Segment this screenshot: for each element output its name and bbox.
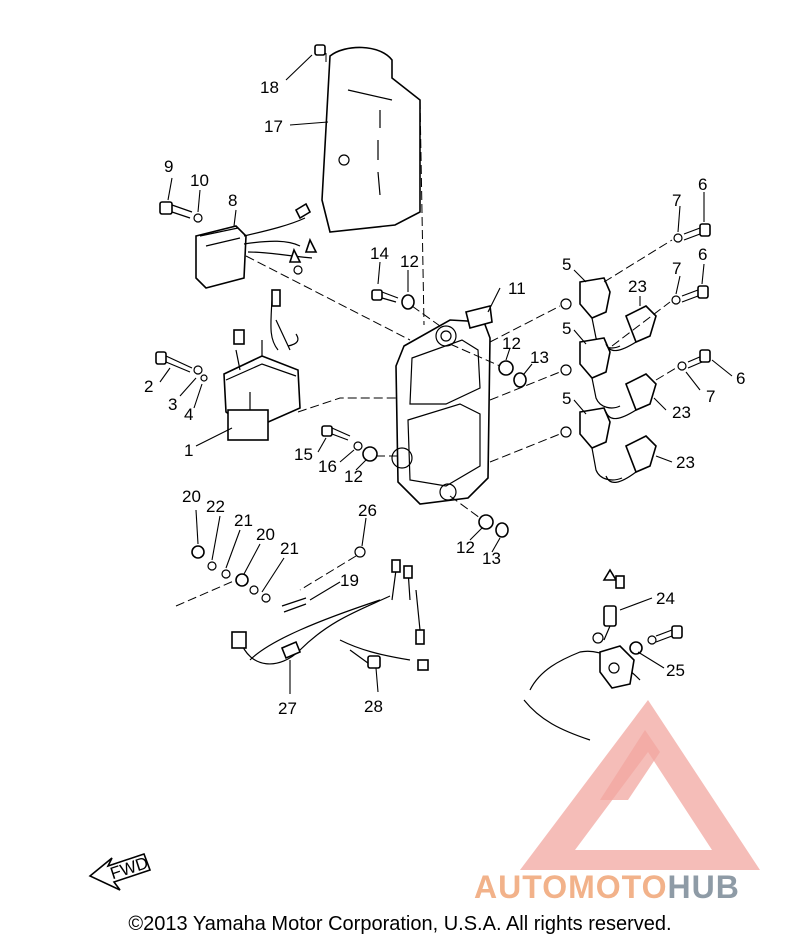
- callout-4: 4: [184, 405, 193, 424]
- callout-11: 11: [508, 279, 526, 298]
- plug-caps-23: [605, 296, 673, 483]
- bolts-6: [603, 192, 733, 391]
- callout-24: 24: [656, 589, 675, 608]
- callout-6c: 6: [736, 369, 745, 388]
- callout-1: 1: [184, 441, 193, 460]
- watermark-inner: [600, 730, 660, 800]
- callout-labels: 18 17 9 10 8 14 12 11 12 13 2 3 4 1 15 1…: [144, 78, 745, 718]
- callout-2: 2: [144, 377, 153, 396]
- callout-12b: 12: [502, 334, 521, 353]
- grommet-12: [449, 343, 533, 388]
- callout-18: 18: [260, 78, 279, 97]
- callout-28: 28: [364, 697, 383, 716]
- watermark-brand-part2: HUB: [667, 869, 739, 905]
- callout-15: 15: [294, 445, 313, 464]
- callout-5a: 5: [562, 255, 571, 274]
- sensor-24: [523, 568, 683, 741]
- callout-5c: 5: [562, 389, 571, 408]
- watermark-triangle: [520, 700, 760, 870]
- callout-13a: 13: [530, 348, 549, 367]
- callout-25: 25: [666, 661, 685, 680]
- callout-27: 27: [278, 699, 297, 718]
- callout-9: 9: [164, 157, 173, 176]
- callout-8: 8: [228, 191, 237, 210]
- fwd-arrow-icon: FWD: [88, 852, 152, 891]
- callout-10: 10: [190, 171, 209, 190]
- callout-21a: 21: [234, 511, 253, 530]
- callout-6b: 6: [698, 245, 707, 264]
- watermark-brand-part1: AUTOMOTO: [474, 869, 667, 905]
- callout-16: 16: [318, 457, 337, 476]
- cdi-unit-1: [195, 289, 402, 447]
- callout-22: 22: [206, 497, 225, 516]
- callout-20b: 20: [256, 525, 275, 544]
- callout-6a: 6: [698, 175, 707, 194]
- lower-hardware: [175, 509, 429, 694]
- callout-21b: 21: [280, 539, 299, 558]
- bolt-15: [317, 425, 398, 471]
- rectifier-8: [195, 202, 318, 289]
- copyright-notice: ©2013 Yamaha Motor Corporation, U.S.A. A…: [128, 913, 672, 935]
- callout-14: 14: [370, 244, 389, 263]
- cover-17: [285, 44, 421, 233]
- bolt-2: [155, 351, 208, 409]
- fwd-label: FWD: [108, 853, 151, 883]
- callout-23a: 23: [628, 277, 647, 296]
- callout-20a: 20: [182, 487, 201, 506]
- callout-12d: 12: [456, 538, 475, 557]
- bolt-14: [371, 261, 441, 327]
- callout-7b: 7: [672, 259, 681, 278]
- callout-26: 26: [358, 501, 377, 520]
- grommet-bottom: [449, 495, 509, 553]
- watermark-logo: [520, 700, 760, 870]
- watermark-brand: AUTOMOTOHUB: [474, 869, 740, 905]
- callout-19: 19: [340, 571, 359, 590]
- bolt-9: [159, 177, 203, 223]
- callout-23b: 23: [672, 403, 691, 422]
- callout-12c: 12: [344, 467, 363, 486]
- callout-13b: 13: [482, 549, 501, 568]
- ignition-coils-5: [489, 269, 623, 481]
- callout-23c: 23: [676, 453, 695, 472]
- callout-7c: 7: [706, 387, 715, 406]
- callout-3: 3: [168, 395, 177, 414]
- callout-5b: 5: [562, 319, 571, 338]
- bracket-plate: [391, 287, 501, 505]
- callout-17: 17: [264, 117, 283, 136]
- callout-12a: 12: [400, 252, 419, 271]
- callout-7a: 7: [672, 191, 681, 210]
